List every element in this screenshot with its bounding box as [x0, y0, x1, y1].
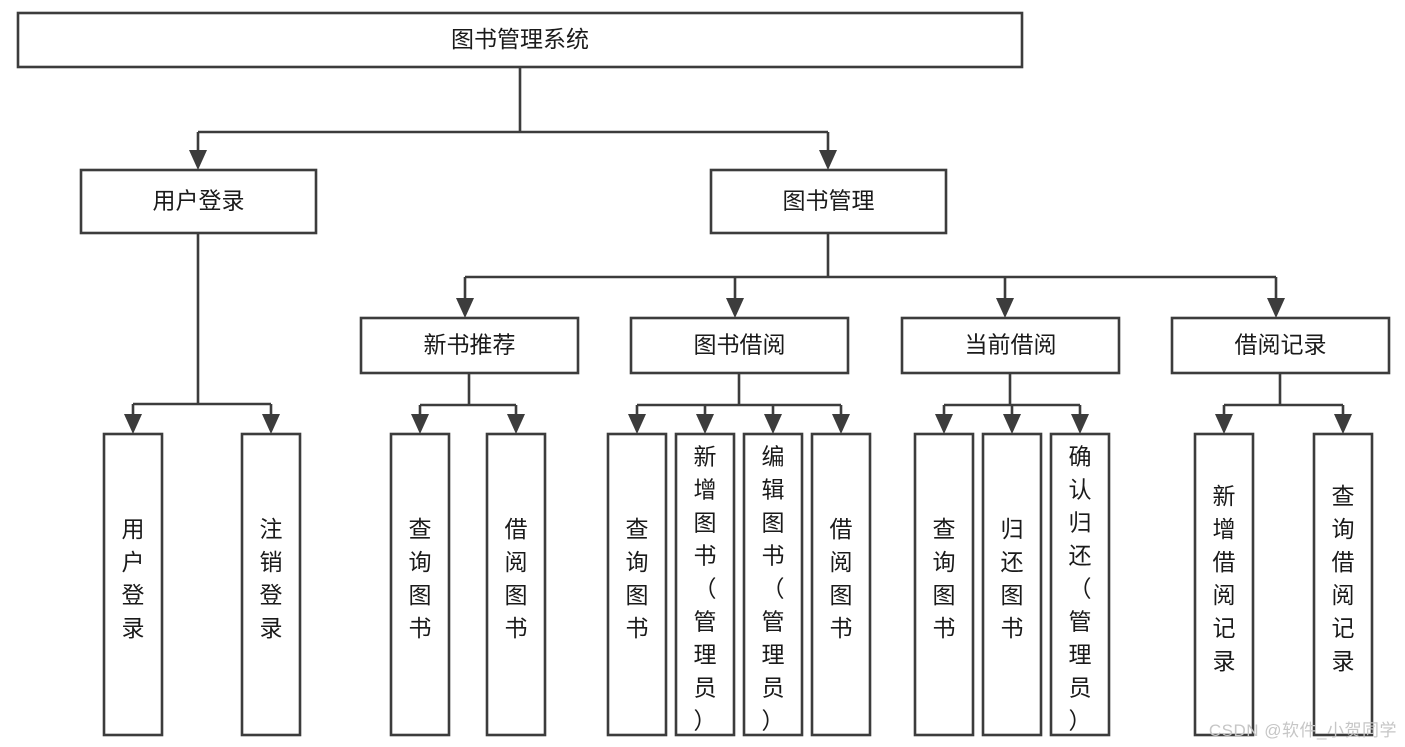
node-box-leaf-borrow-book[interactable] [810, 432, 872, 737]
node-book-borrow[interactable]: 图书借阅 [629, 316, 850, 375]
node-box-book-borrow[interactable] [629, 316, 850, 375]
node-box-new-book-recommend[interactable] [359, 316, 580, 375]
node-label-leaf-add-book: 新增图书（管理员） [694, 444, 717, 734]
node-leaf-confirm-return[interactable]: 确认归还（管理员） [1049, 432, 1111, 737]
arrow-head-icon [1267, 298, 1285, 318]
arrow-head-icon [189, 150, 207, 170]
node-box-leaf-user-logout[interactable] [240, 432, 302, 737]
node-label-book-management: 图书管理 [783, 188, 875, 214]
node-leaf-query-book-rec[interactable]: 查询图书 [389, 432, 451, 737]
arrow-head-icon [1215, 414, 1233, 434]
node-leaf-borrow-book[interactable]: 借阅图书 [810, 432, 872, 737]
node-box-leaf-edit-book[interactable] [742, 432, 804, 737]
arrow-head-icon [262, 414, 280, 434]
node-leaf-add-record[interactable]: 新增借阅记录 [1193, 432, 1255, 737]
node-label-leaf-edit-book: 编辑图书（管理员） [762, 444, 785, 734]
node-box-book-management[interactable] [709, 168, 948, 235]
watermark-text: CSDN @软件_小贺同学 [1208, 721, 1397, 740]
node-box-current-borrow[interactable] [900, 316, 1121, 375]
node-label-leaf-user-login: 用户登录 [122, 516, 145, 641]
node-leaf-borrow-book-rec[interactable]: 借阅图书 [485, 432, 547, 737]
node-label-new-book-recommend: 新书推荐 [424, 332, 516, 358]
nodes-layer: 图书管理系统用户登录图书管理新书推荐图书借阅当前借阅借阅记录用户登录注销登录查询… [16, 11, 1391, 737]
arrow-head-icon [628, 414, 646, 434]
connector-group-book-borrow-to-leaves [628, 373, 850, 434]
node-leaf-return-book[interactable]: 归还图书 [981, 432, 1043, 737]
arrow-head-icon [935, 414, 953, 434]
arrow-head-icon [411, 414, 429, 434]
node-box-leaf-return-book[interactable] [981, 432, 1043, 737]
node-label-leaf-query-record: 查询借阅记录 [1332, 483, 1355, 674]
node-label-user-login: 用户登录 [153, 188, 245, 214]
arrow-head-icon [726, 298, 744, 318]
node-leaf-query-book-current[interactable]: 查询图书 [913, 432, 975, 737]
node-label-leaf-query-book-borrow: 查询图书 [626, 516, 649, 641]
node-new-book-recommend[interactable]: 新书推荐 [359, 316, 580, 375]
node-leaf-edit-book[interactable]: 编辑图书（管理员） [742, 432, 804, 737]
node-label-current-borrow: 当前借阅 [965, 332, 1057, 358]
connector-group-root-to-level2 [189, 67, 837, 170]
arrow-head-icon [696, 414, 714, 434]
arrow-head-icon [1003, 414, 1021, 434]
arrow-head-icon [819, 150, 837, 170]
node-box-root[interactable] [16, 11, 1024, 69]
connector-group-borrow-record-to-leaves [1215, 373, 1352, 434]
node-label-leaf-borrow-book-rec: 借阅图书 [505, 516, 528, 641]
arrow-head-icon [764, 414, 782, 434]
arrow-head-icon [1071, 414, 1089, 434]
node-box-user-login[interactable] [79, 168, 318, 235]
arrow-head-icon [1334, 414, 1352, 434]
node-box-borrow-record[interactable] [1170, 316, 1391, 375]
arrow-head-icon [124, 414, 142, 434]
node-label-book-borrow: 图书借阅 [694, 332, 786, 358]
node-leaf-query-book-borrow[interactable]: 查询图书 [606, 432, 668, 737]
arrow-head-icon [456, 298, 474, 318]
node-label-leaf-query-book-rec: 查询图书 [409, 516, 432, 641]
node-box-leaf-query-book-borrow[interactable] [606, 432, 668, 737]
connector-group-new-book-recommend-to-leaves [411, 373, 525, 434]
arrow-head-icon [996, 298, 1014, 318]
node-label-leaf-add-record: 新增借阅记录 [1213, 483, 1236, 674]
node-user-login[interactable]: 用户登录 [79, 168, 318, 235]
node-box-leaf-add-record[interactable] [1193, 432, 1255, 737]
node-label-root: 图书管理系统 [451, 26, 589, 52]
node-label-borrow-record: 借阅记录 [1235, 332, 1327, 358]
node-root[interactable]: 图书管理系统 [16, 11, 1024, 69]
connector-group-book-management-to-level3 [456, 233, 1285, 318]
node-box-leaf-confirm-return[interactable] [1049, 432, 1111, 737]
node-book-management[interactable]: 图书管理 [709, 168, 948, 235]
arrow-head-icon [507, 414, 525, 434]
node-box-leaf-user-login[interactable] [102, 432, 164, 737]
node-current-borrow[interactable]: 当前借阅 [900, 316, 1121, 375]
connector-group-user-login-to-leaves [124, 233, 280, 434]
connectors-layer [124, 67, 1352, 434]
node-label-leaf-confirm-return: 确认归还（管理员） [1069, 444, 1092, 734]
node-box-leaf-add-book[interactable] [674, 432, 736, 737]
node-box-leaf-query-book-current[interactable] [913, 432, 975, 737]
connector-group-current-borrow-to-leaves [935, 373, 1089, 434]
node-leaf-query-record[interactable]: 查询借阅记录 [1312, 432, 1374, 737]
node-box-leaf-query-record[interactable] [1312, 432, 1374, 737]
node-leaf-add-book[interactable]: 新增图书（管理员） [674, 432, 736, 737]
node-box-leaf-borrow-book-rec[interactable] [485, 432, 547, 737]
node-label-leaf-borrow-book: 借阅图书 [830, 516, 853, 641]
node-borrow-record[interactable]: 借阅记录 [1170, 316, 1391, 375]
node-label-leaf-return-book: 归还图书 [1001, 516, 1024, 641]
node-leaf-user-logout[interactable]: 注销登录 [240, 432, 302, 737]
arrow-head-icon [832, 414, 850, 434]
node-label-leaf-query-book-current: 查询图书 [933, 516, 956, 641]
node-box-leaf-query-book-rec[interactable] [389, 432, 451, 737]
node-leaf-user-login[interactable]: 用户登录 [102, 432, 164, 737]
node-label-leaf-user-logout: 注销登录 [260, 516, 283, 641]
